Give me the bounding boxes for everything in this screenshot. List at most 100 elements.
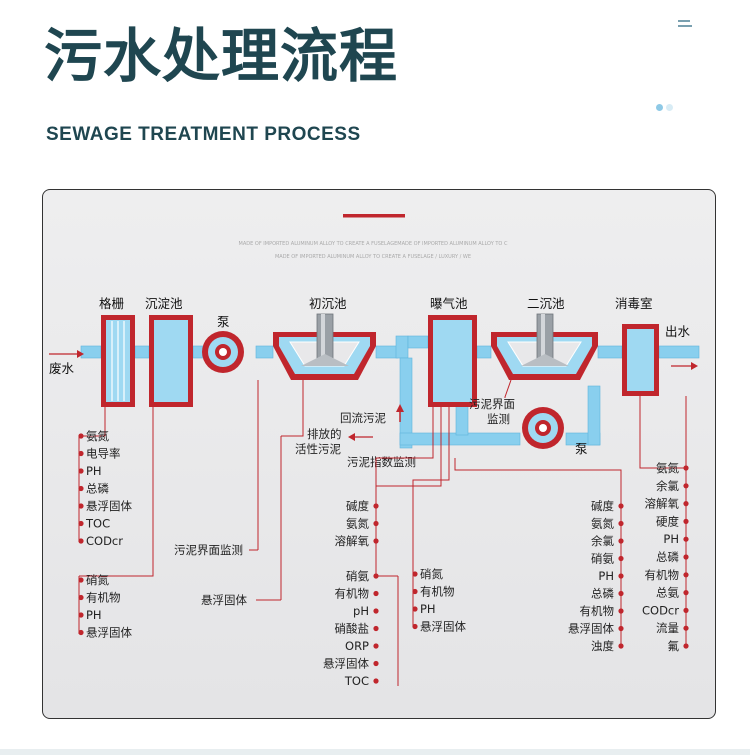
secondary-clarifier-label: 二沉池	[527, 296, 565, 311]
parameter-inlet-6: CODcr	[86, 534, 123, 548]
return-sludge-label: 回流污泥	[340, 411, 386, 425]
inlet-label: 废水	[49, 361, 75, 376]
inlet-arrow-icon	[77, 350, 84, 358]
fine-print-1: MADE OF IMPORTED ALUMINUM ALLOY TO CREAT…	[239, 241, 508, 247]
sensor-dot	[618, 555, 624, 562]
sensor-dot	[78, 594, 84, 601]
sensor-dot	[412, 571, 418, 577]
interface-label-1: 污泥界面	[469, 397, 515, 411]
parameter-outlet-3: 硬度	[656, 514, 679, 528]
sensor-dot	[78, 503, 84, 509]
sensor-dot	[618, 573, 624, 579]
sensor-dot	[373, 678, 379, 684]
outlet-arrow-icon	[691, 362, 698, 370]
sensor-dot	[618, 520, 624, 527]
parameter-aeration_lower-2: pH	[353, 604, 369, 618]
primary-suspended-label: 悬浮固体	[201, 593, 247, 607]
sensor-dot	[78, 612, 84, 618]
parameter-inlet_lower-3: 悬浮固体	[86, 626, 132, 640]
parameter-secondary-4: PH	[598, 569, 614, 583]
parameter-secondary-0: 碱度	[591, 499, 614, 513]
parameter-aeration_lower-4: ORP	[345, 639, 369, 653]
parameter-outlet-6: 有机物	[645, 568, 680, 582]
bottom-bar	[0, 749, 750, 755]
sensor-dot	[683, 518, 689, 524]
sensor-dot	[683, 590, 689, 596]
interface-label-2: 监测	[487, 412, 510, 426]
sensor-dot	[78, 629, 84, 636]
sensor-dot	[618, 503, 624, 509]
parameter-outlet-1: 余氯	[656, 479, 679, 493]
sensor-dot	[78, 485, 84, 492]
aeration-label: 曝气池	[430, 296, 468, 311]
parameter-outlet-8: CODcr	[642, 603, 679, 617]
outlet-label: 出水	[665, 324, 691, 339]
parameter-secondary-6: 有机物	[580, 604, 615, 618]
parameter-outlet-9: 流量	[656, 621, 679, 635]
parameter-outlet-10: 氟	[668, 639, 680, 653]
menu-icon[interactable]	[678, 20, 692, 30]
discharged-label-2: 活性污泥	[295, 442, 341, 456]
sensor-dot	[78, 468, 84, 474]
sensor-dot	[618, 608, 624, 614]
parameter-inlet-0: 氨氮	[86, 429, 109, 443]
sensor-dot	[373, 520, 379, 527]
sensor-dot	[412, 588, 418, 595]
primary-clarifier-label: 初沉池	[309, 296, 347, 311]
parameter-inlet_lower-2: PH	[86, 608, 102, 622]
process-diagram-panel: MADE OF IMPORTED ALUMINUM ALLOY TO CREAT…	[42, 189, 716, 719]
parameter-outlet-0: 氨氮	[656, 461, 679, 475]
sensor-dot	[683, 607, 689, 613]
sensor-dot	[683, 572, 689, 578]
sensor-dot	[373, 590, 379, 597]
parameter-inlet-5: TOC	[85, 517, 110, 531]
sensor-dot	[78, 538, 84, 544]
sensor-dot	[618, 590, 624, 597]
parameter-aeration_out-1: 有机物	[420, 585, 455, 599]
parameter-aeration_out-0: 硝氮	[420, 567, 443, 581]
sensor-dot	[683, 483, 689, 489]
sensor-dot	[373, 573, 379, 579]
parameter-secondary-7: 悬浮固体	[568, 622, 614, 636]
parameter-secondary-5: 总磷	[591, 587, 614, 601]
parameter-aeration_lower-1: 有机物	[335, 587, 370, 601]
parameter-aeration_upper-0: 碱度	[346, 499, 369, 513]
parameter-inlet_lower-0: 硝氮	[86, 573, 109, 587]
parameter-aeration_upper-1: 氨氮	[346, 517, 369, 531]
sensor-dot	[683, 465, 689, 471]
sensor-dot	[412, 623, 418, 630]
page-title: 污水处理流程	[44, 22, 399, 90]
sensor-dot	[373, 643, 379, 649]
sensor-dot	[373, 625, 379, 632]
sedimentation-label: 沉淀池	[145, 296, 183, 311]
return-arrow-icon	[396, 404, 404, 412]
parameter-inlet-1: 电导率	[86, 447, 121, 461]
parameter-outlet-4: PH	[663, 532, 679, 546]
page-subtitle: SEWAGE TREATMENT PROCESS	[46, 124, 361, 145]
sensor-dot	[373, 660, 379, 667]
parameter-aeration_out-2: PH	[420, 602, 436, 616]
sensor-dot	[618, 625, 624, 632]
decor-red-bar	[343, 214, 405, 218]
sensor-dot	[78, 577, 84, 583]
pager-dot[interactable]	[666, 104, 673, 111]
pager-dot-active[interactable]	[656, 104, 663, 111]
sludge-index-label: 污泥指数监测	[347, 455, 416, 469]
discharged-label-1: 排放的	[307, 427, 342, 441]
sensor-dot	[618, 538, 624, 544]
parameter-outlet-2: 溶解氧	[645, 497, 680, 511]
sensor-dot	[78, 520, 84, 527]
sensor-dot	[683, 643, 689, 649]
parameter-aeration_lower-5: 悬浮固体	[323, 657, 369, 671]
pager-dots	[656, 96, 676, 115]
sensor-dot	[373, 503, 379, 509]
pump2-label: 泵	[575, 441, 588, 456]
parameter-inlet-4: 悬浮固体	[86, 499, 132, 513]
disinfection-label: 消毒室	[615, 296, 653, 311]
parameter-inlet-2: PH	[86, 464, 102, 478]
sensor-dot	[412, 606, 418, 612]
parameter-inlet-3: 总磷	[86, 482, 109, 496]
parameter-secondary-1: 氨氮	[591, 517, 614, 531]
sensor-dot	[373, 608, 379, 614]
sensor-dot	[683, 554, 689, 560]
